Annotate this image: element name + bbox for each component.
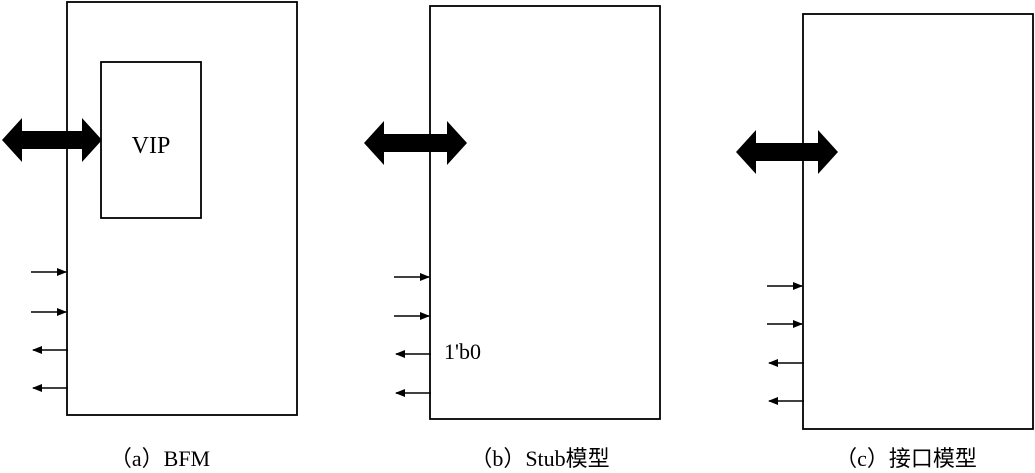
panel-b-stub: 1'b0 （b）Stub模型 (364, 5, 661, 471)
caption-b: （b）Stub模型 (470, 446, 609, 471)
bidirectional-bus-arrow (2, 118, 102, 162)
vip-label: VIP (132, 133, 171, 159)
signal-arrows-c (767, 282, 804, 405)
bidirectional-bus-arrow (736, 130, 838, 174)
panel-c-interface: （c）接口模型 (736, 13, 1034, 471)
caption-c: （c）接口模型 (835, 446, 977, 471)
bidirectional-bus-arrow (364, 121, 467, 165)
caption-a: （a）BFM (110, 446, 210, 471)
signal-arrows-b (394, 273, 431, 397)
signal-arrows-a (31, 268, 68, 392)
vip-block (100, 61, 202, 219)
panel-a-bfm: VIP （a）BFM (2, 1, 298, 471)
stub-block (429, 5, 661, 420)
interface-block (802, 13, 1034, 430)
tie-value-label: 1'b0 (444, 339, 481, 364)
